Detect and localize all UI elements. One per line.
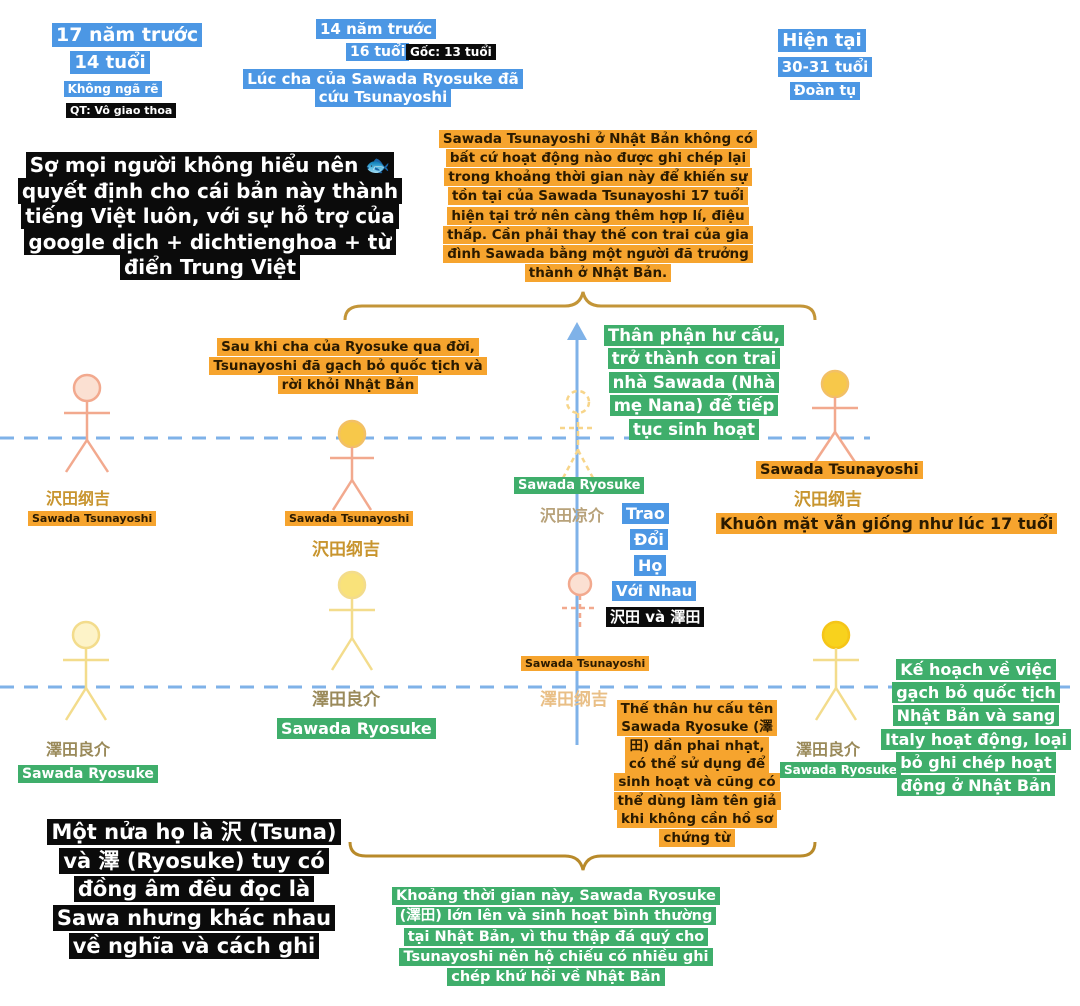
swap-word-1: Trao: [622, 503, 669, 524]
figure-tsuna-past17: [64, 373, 110, 473]
past17-label: 17 năm trước: [52, 23, 203, 47]
past14-age: 16 tuổi: [346, 43, 410, 61]
figure-tsuna-present: [812, 369, 858, 463]
tsuna-present-label: Sawada Tsunayoshi: [756, 461, 923, 480]
ryosuke-past17-cn: 澤田良介: [46, 740, 111, 759]
ryosuke-present-cn: 澤田良介: [796, 740, 861, 759]
tsuna-present-cn: 沢田纲吉: [794, 490, 862, 510]
swap-word-4: Với Nhau: [612, 581, 697, 601]
present-age: 30-31 tuổi: [772, 57, 878, 77]
figure-ryosuke-present: [813, 620, 859, 721]
vertical-arrow-head: [567, 322, 587, 340]
ryosuke-past14-label: Sawada Ryosuke: [277, 718, 436, 739]
figure-tsuna-past14: [330, 419, 374, 511]
ryosuke-past14-cn: 澤田良介: [312, 690, 380, 710]
present-note: Đoàn tụ: [772, 82, 878, 100]
past17-age: 14 tuổi: [52, 51, 168, 74]
translator-note: Sợ mọi người không hiểu nên 🐟quyết định …: [14, 152, 406, 281]
swap-bottom-cn: 澤田纲吉: [540, 690, 608, 710]
tsuna-past14-label: Sawada Tsunayoshi: [285, 511, 414, 526]
tsuna-past17-label: Sawada Tsunayoshi: [28, 511, 157, 526]
top-brace: [343, 291, 817, 321]
figure-swap-bottom: [562, 571, 598, 630]
tsuna-present-note: Khuôn mặt vẫn giống như lúc 17 tuổi: [716, 513, 1058, 534]
swap-chars: 沢田 và 澤田: [606, 607, 705, 627]
present-label: Hiện tại: [772, 29, 872, 52]
past17-qt: QT: Vô giao thoa: [66, 103, 177, 118]
past14-origin: Gốc: 13 tuổi: [406, 44, 496, 60]
figure-ryosuke-past14: [329, 570, 375, 671]
bottom-brace: [348, 841, 817, 871]
bottom-note: Khoảng thời gian này, Sawada Ryosuke(澤田)…: [386, 886, 726, 987]
ryosuke-present-label: Sawada Ryosuke: [780, 762, 902, 778]
swap-bottom-label: Sawada Tsunayoshi: [521, 656, 650, 671]
swap-word-3: Họ: [634, 555, 667, 576]
surname-note: Một nửa họ là 沢 (Tsuna)và 澤 (Ryosuke) tu…: [32, 818, 356, 961]
swap-top-label: Sawada Ryosuke: [514, 477, 645, 494]
figure-swap-top: [560, 389, 596, 479]
swap-top-cn: 沢田凉介: [540, 506, 605, 525]
past14-label: 14 năm trước: [316, 19, 437, 39]
figure-ryosuke-past17: [63, 620, 109, 721]
tsuna-past14-cn: 沢田纲吉: [312, 540, 380, 560]
after-death-note: Sau khi cha của Ryosuke qua đời,Tsunayos…: [206, 338, 490, 395]
tsuna-past17-cn: 沢田纲吉: [46, 489, 111, 508]
swap-word-2: Đổi: [630, 529, 668, 550]
ryosuke-past17-label: Sawada Ryosuke: [18, 765, 158, 783]
past17-note: Không ngã rẽ: [58, 81, 168, 97]
